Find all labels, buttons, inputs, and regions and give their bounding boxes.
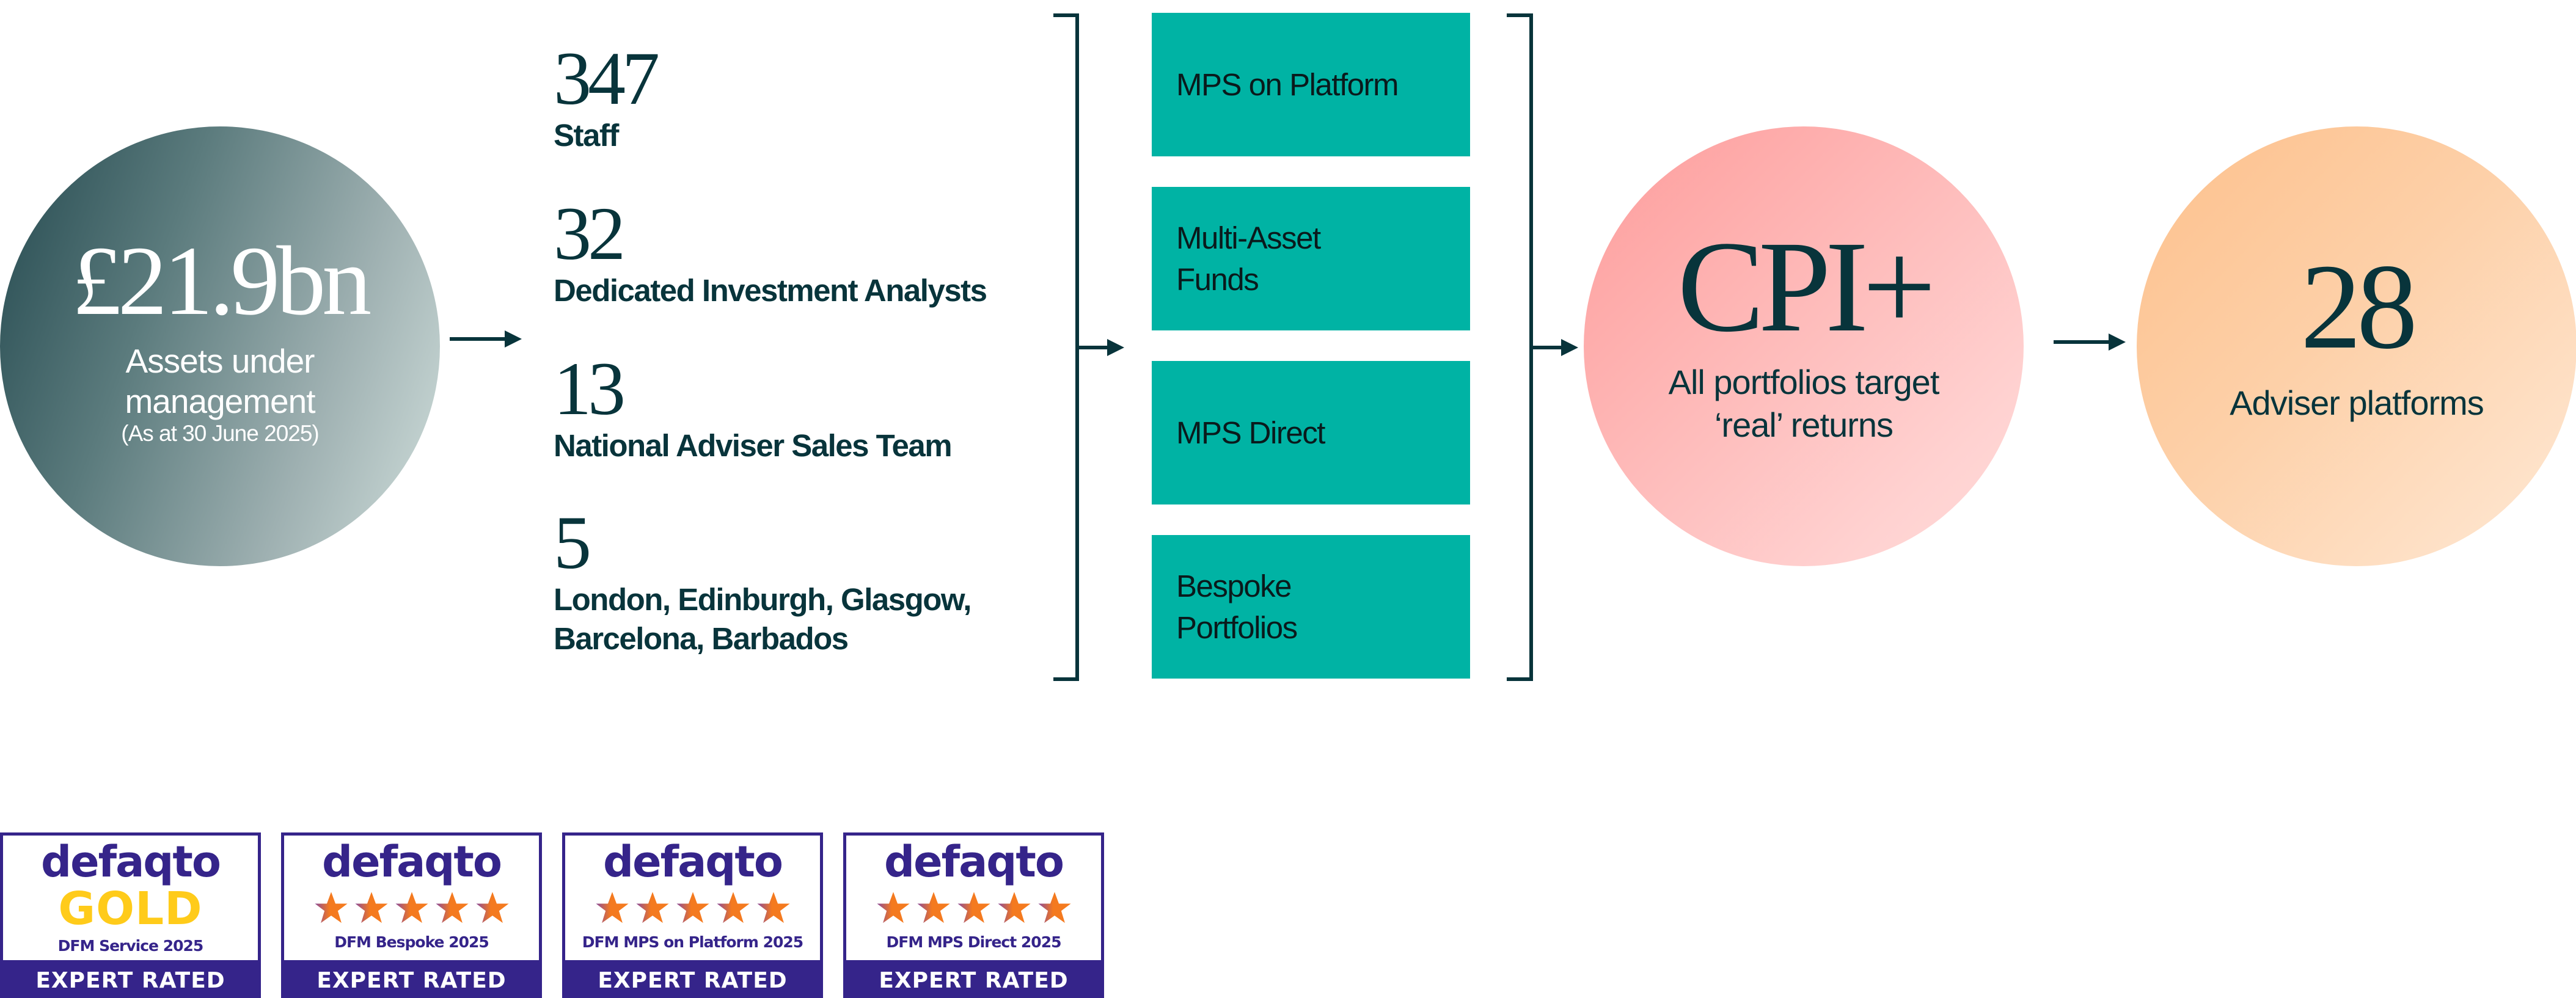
product-label: Multi-Asset Funds [1176, 220, 1321, 297]
platforms-circle: 28 Adviser platforms [2137, 126, 2576, 566]
stat-label: Staff [554, 118, 619, 153]
badge-body: defaqto DFM MPS Direct 2025 [846, 836, 1101, 960]
badge-body: defaqto GOLD DFM Service 2025 [3, 836, 258, 960]
aum-circle: £21.9bn Assets under management (As at 3… [0, 126, 440, 566]
star-icon [354, 892, 388, 923]
stat-sales-team: 13 National Adviser Sales Team [554, 347, 953, 465]
badge-footer: EXPERT RATED [879, 967, 1069, 993]
star-rating [595, 891, 791, 928]
product-label: MPS Direct [1176, 415, 1325, 450]
star-icon [876, 892, 910, 923]
stat-label: London, Edinburgh, Glasgow, Barcelona, B… [554, 582, 971, 656]
defaqto-badge: defaqto DFM MPS Direct 2025 EXPERT RATED [843, 832, 1104, 998]
badge-footer: EXPERT RATED [317, 967, 507, 993]
badge-rating: GOLD [58, 883, 203, 935]
cpi-circle: CPI+ All portfolios target ‘real’ return… [1584, 126, 2024, 566]
defaqto-logo: defaqto [41, 837, 221, 887]
defaqto-logo: defaqto [884, 837, 1064, 887]
star-icon [756, 892, 790, 923]
star-rating [876, 891, 1072, 928]
cpi-value: CPI+ [1677, 214, 1936, 359]
aum-date-note: (As at 30 June 2025) [121, 421, 319, 446]
product-label: Bespoke Portfolios [1176, 568, 1298, 645]
defaqto-badge: defaqto DFM Bespoke 2025 EXPERT RATED [281, 832, 542, 998]
defaqto-badge: defaqto DFM MPS on Platform 2025 EXPERT … [562, 832, 823, 998]
star-icon [395, 892, 428, 923]
star-icon [957, 892, 990, 923]
product-label: MPS on Platform [1176, 67, 1399, 102]
star-icon [1037, 892, 1071, 923]
defaqto-badge: defaqto GOLD DFM Service 2025 EXPERT RAT… [0, 832, 261, 998]
stat-value: 347 [554, 37, 660, 120]
badge-body: defaqto DFM Bespoke 2025 [284, 836, 539, 960]
star-icon [917, 892, 950, 923]
badge-category: DFM Service 2025 [57, 937, 204, 955]
star-icon [435, 892, 469, 923]
star-icon [475, 892, 509, 923]
aum-value: £21.9bn [71, 227, 371, 336]
badge-footer: EXPERT RATED [598, 967, 788, 993]
star-icon [314, 892, 348, 923]
stat-value: 13 [554, 347, 626, 431]
star-rating [313, 891, 510, 928]
star-icon [595, 892, 629, 923]
badge-footer: EXPERT RATED [35, 967, 225, 993]
defaqto-logo: defaqto [322, 837, 502, 887]
stat-label: Dedicated Investment Analysts [554, 273, 987, 308]
star-icon [635, 892, 669, 923]
stat-offices: 5 London, Edinburgh, Glasgow, Barcelona,… [554, 501, 1042, 658]
stat-value: 32 [554, 192, 626, 275]
defaqto-logo: defaqto [603, 837, 783, 887]
product-multi-asset-funds: Multi-Asset Funds [1152, 187, 1470, 330]
aum-label: Assets under management [125, 342, 315, 420]
product-mps-direct: MPS Direct [1152, 361, 1470, 504]
stat-staff: 347 Staff [554, 37, 660, 155]
product-bespoke-portfolios: Bespoke Portfolios [1152, 535, 1470, 679]
badge-category: DFM Bespoke 2025 [334, 933, 489, 951]
platforms-value: 28 [2300, 239, 2418, 374]
cpi-label: All portfolios target ‘real’ returns [1668, 363, 1940, 444]
badge-category: DFM MPS on Platform 2025 [582, 933, 803, 951]
badge-body: defaqto DFM MPS on Platform 2025 [565, 836, 820, 960]
badge-category: DFM MPS Direct 2025 [886, 933, 1062, 951]
stat-label: National Adviser Sales Team [554, 428, 953, 463]
stat-analysts: 32 Dedicated Investment Analysts [554, 192, 987, 310]
platforms-label: Adviser platforms [2230, 383, 2484, 422]
stat-value: 5 [554, 501, 591, 585]
product-mps-on-platform: MPS on Platform [1152, 13, 1470, 156]
star-icon [997, 892, 1031, 923]
star-icon [716, 892, 750, 923]
star-icon [676, 892, 709, 923]
